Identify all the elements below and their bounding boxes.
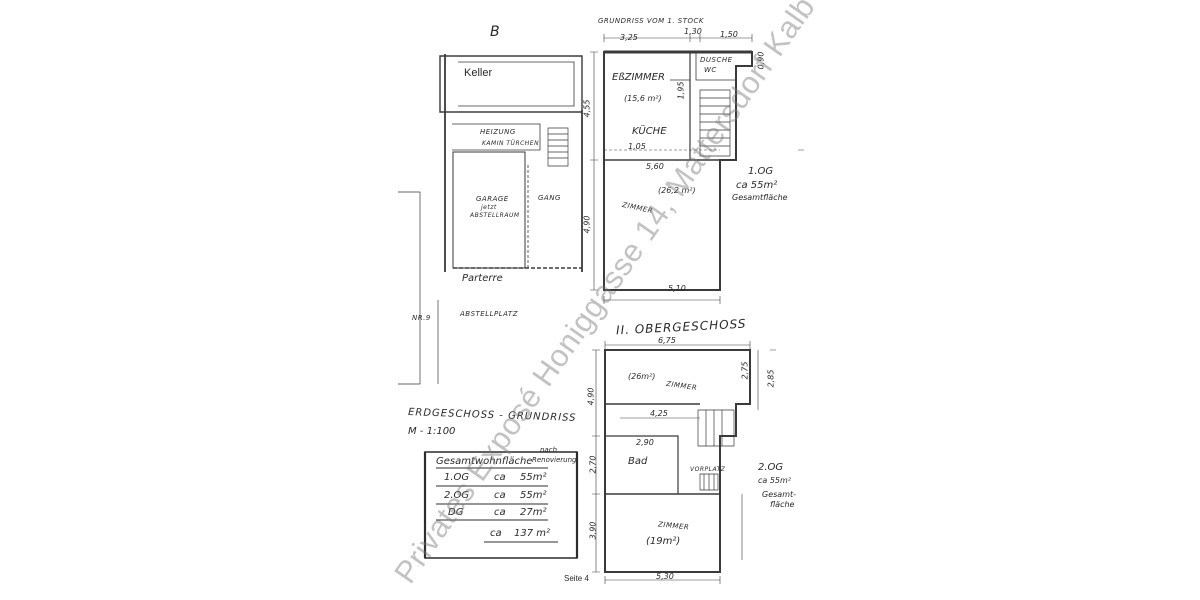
parterre-label: Parterre — [462, 273, 503, 284]
sf-zimmer1-area: (26m²) — [628, 372, 656, 381]
totals-row-1-ca: ca — [494, 472, 506, 483]
totals-row-2-ca: ca — [494, 490, 506, 501]
gang-label: GANG — [538, 194, 561, 202]
totals-header-note-1: nach — [540, 446, 558, 454]
scale-label: M - 1:100 — [408, 426, 456, 437]
ff-dim-10: 0,90 — [756, 51, 766, 70]
garage-sub2: ABSTELLRAUM — [470, 212, 520, 219]
ground-stairs — [547, 127, 569, 167]
kueche-label: KÜCHE — [632, 126, 667, 137]
heizung-label: HEIZUNG — [480, 128, 516, 136]
totals-table-frame — [423, 451, 579, 559]
ff-dim-6: 5,60 — [646, 162, 664, 171]
sf-zimmer2-area: (19m²) — [646, 536, 681, 547]
sf-dim-7: 2,70 — [588, 455, 598, 474]
sf-dim-5: 5,30 — [656, 572, 674, 581]
sf-dim-2: 4,25 — [650, 409, 668, 418]
ff-zimmer-area: (26,2 m²) — [658, 186, 696, 195]
table-underlines — [436, 467, 558, 543]
dusche-label: DUSCHE — [700, 56, 733, 64]
ff-level-label: 1.OG — [748, 166, 774, 177]
sf-dim-9: 2,85 — [766, 369, 776, 388]
sf-dim-8: 3,90 — [588, 521, 598, 540]
totals-row-3-area: 27m² — [520, 507, 547, 518]
ff-area-label: ca 55m² — [736, 180, 778, 191]
totals-row-3-ca: ca — [494, 507, 506, 518]
corner-mark: B — [490, 24, 500, 40]
totals-row-2-area: 55m² — [520, 490, 547, 501]
abstellplatz-label: ABSTELLPLATZ — [460, 310, 519, 318]
sf-dim-4: 2,75 — [740, 361, 750, 380]
first-floor-stairs — [699, 89, 731, 157]
second-floor-stairs — [697, 409, 735, 491]
ff-dim-5: 1,05 — [628, 142, 646, 151]
page-number: Seite 4 — [564, 574, 589, 583]
vorplatz-label: VORPLATZ — [690, 466, 726, 473]
totals-row-4-area: 137 m² — [514, 528, 551, 539]
totals-row-2-level: 2.OG — [444, 490, 470, 501]
sf-dim-1: 6,75 — [658, 336, 676, 345]
esszimmer-area: (15,6 m²) — [624, 94, 662, 103]
ff-dim-9: 1,95 — [676, 81, 686, 100]
sf-area-caption-2: fläche — [770, 500, 795, 509]
totals-row-3-level: DG — [448, 507, 464, 518]
totals-row-1-area: 55m² — [520, 472, 547, 483]
first-floor-header: GRUNDRISS VOM 1. STOCK — [598, 17, 705, 25]
ff-dim-1: 3,25 — [620, 33, 638, 42]
wc-label: WC — [704, 66, 717, 74]
sf-level-label: 2.OG — [758, 462, 784, 473]
sf-dim-6: 4,90 — [586, 387, 596, 406]
ff-area-caption: Gesamtfläche — [732, 193, 788, 202]
keller-label: Keller — [464, 67, 493, 79]
house-number-label: NR.9 — [412, 314, 431, 322]
totals-header: Gesamtwohnfläche — [436, 456, 533, 467]
keller-outline — [439, 55, 583, 113]
totals-header-note-2: Renovierung — [532, 456, 577, 464]
sf-dim-3: 2,90 — [636, 438, 654, 447]
garage-label: GARAGE — [476, 195, 509, 203]
first-floor-outline — [603, 51, 753, 291]
totals-row-1-level: 1.OG — [444, 472, 470, 483]
ff-dim-3: 1,50 — [720, 30, 738, 39]
heizung-sub-label: KAMIN TÜRCHEN — [482, 140, 540, 147]
sf-area-label: ca 55m² — [758, 476, 792, 485]
sf-area-caption-1: Gesamt- — [762, 490, 797, 499]
ff-dim-7: 4,90 — [582, 215, 592, 234]
esszimmer-label: EßZIMMER — [612, 72, 665, 83]
garage-sub1: jetzt — [481, 204, 497, 211]
ff-dim-4: 4,55 — [582, 99, 592, 118]
second-floor-outline — [604, 349, 751, 573]
totals-row-4-ca: ca — [490, 528, 502, 539]
ff-dim-2: 1,30 — [684, 27, 702, 36]
bad-label: Bad — [628, 456, 648, 467]
ff-dim-8: 5,10 — [668, 284, 686, 293]
